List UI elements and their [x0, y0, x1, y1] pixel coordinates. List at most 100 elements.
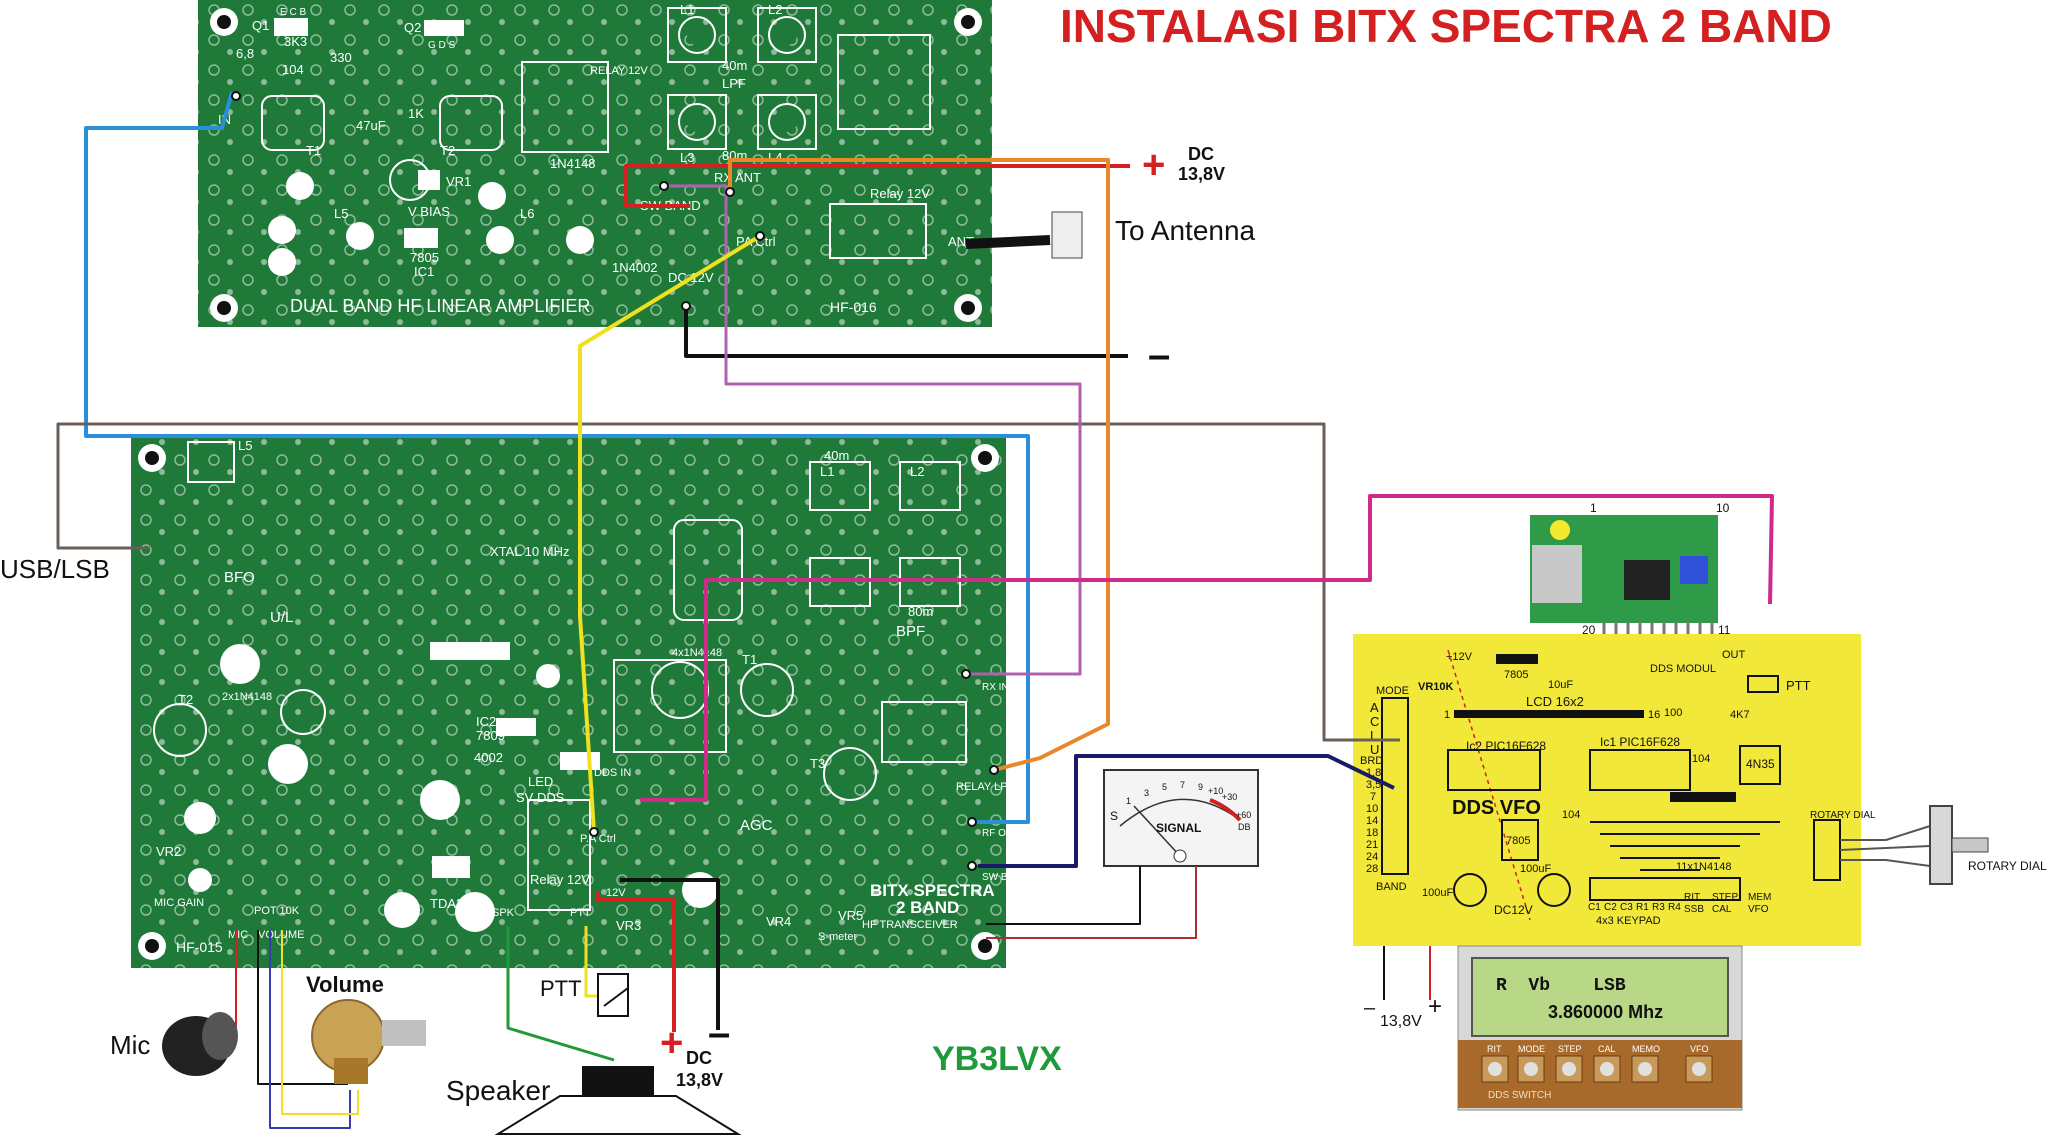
- wire-vol-3: [281, 930, 359, 1115]
- key-vfo-label: VFO: [1690, 1044, 1709, 1054]
- amp-r330: 330: [330, 50, 352, 65]
- meter-tick-10: +10: [1208, 786, 1223, 796]
- wire-vol-2: [269, 930, 351, 1129]
- main-bfo: BFO: [224, 569, 255, 586]
- amp-r68: 6,8: [236, 46, 254, 61]
- main-relay: Relay 12V: [530, 872, 590, 887]
- dc-top-voltage: 13,8V: [1178, 164, 1225, 184]
- main-ic2v: 7809: [476, 728, 505, 743]
- volume-pot: [311, 999, 426, 1084]
- dds-out: OUT: [1722, 649, 1746, 661]
- key-vfo-button[interactable]: VFO: [1685, 1044, 1713, 1083]
- rotary-dial-icon: [1929, 805, 1989, 885]
- dds-lcd: LCD 16x2: [1526, 694, 1584, 709]
- main-vr5: VR5: [838, 908, 863, 923]
- dds-key-cal: CAL: [1712, 904, 1732, 915]
- main-spk: SPK: [492, 907, 515, 919]
- amp-1n4002: 1N4002: [612, 260, 658, 275]
- amp-q2: Q2: [404, 20, 421, 35]
- amp-t2: T2: [440, 143, 455, 158]
- key-mode-button[interactable]: MODE: [1517, 1044, 1545, 1083]
- main-vr4: VR4: [766, 914, 791, 929]
- key-cal-button[interactable]: CAL: [1593, 1044, 1621, 1083]
- amp-q1: Q1: [252, 18, 269, 33]
- main-4002: 4002: [474, 750, 503, 765]
- dds-key-c1: C1: [1588, 902, 1601, 913]
- dds-module: 1 10 20 11: [1530, 501, 1731, 660]
- main-t3: T3: [810, 756, 825, 771]
- dds-key-rit: RIT: [1684, 892, 1700, 903]
- dds-switch-label: DDS SWITCH: [1488, 1090, 1551, 1101]
- main-40m: 40m: [824, 448, 849, 463]
- diagram-title: INSTALASI BITX SPECTRA 2 BAND: [1060, 0, 1832, 52]
- wire-magenta: [640, 494, 1774, 802]
- dds-band-7: 21: [1366, 839, 1378, 851]
- amp-gds: G D S: [428, 40, 456, 51]
- dds-rotary: ROTARY DIAL: [1810, 810, 1876, 821]
- meter-tick-60: +60: [1236, 810, 1251, 820]
- dds-keypad: 4x3 KEYPAD: [1596, 915, 1661, 927]
- amp-l3: L3: [680, 150, 694, 165]
- dc-bottom-label: DC: [686, 1048, 712, 1068]
- dc-top-plus: +: [1142, 143, 1165, 187]
- wire-red-top: [624, 164, 1130, 208]
- lcd-line-1: R Vb LSB: [1496, 976, 1626, 996]
- dds-pin-1: 1: [1590, 501, 1597, 515]
- dds-vfo-board: +12V 7805 10uF DDS MODUL OUT PTT VR10K M…: [1353, 634, 1876, 946]
- main-80m: 80m: [908, 604, 933, 619]
- dds-104: 104: [1692, 753, 1710, 765]
- amp-ic1: IC1: [414, 264, 434, 279]
- dds-plus12v: +12V: [1446, 651, 1473, 663]
- key-cal-label: CAL: [1598, 1044, 1616, 1054]
- dds-10uf: 10uF: [1548, 679, 1573, 691]
- amp-board: Q1 E C B Q2 G D S 6,8 3K3 330 104 T1 T2 …: [198, 0, 992, 327]
- main-mic-gain: MIC GAIN: [154, 897, 204, 909]
- main-rf-out: RF OUT: [982, 828, 1019, 839]
- dds-band-8: 24: [1366, 851, 1378, 863]
- key-rit-button[interactable]: RIT: [1481, 1044, 1509, 1083]
- meter-tick-9: 9: [1198, 782, 1203, 792]
- mic-capsule: [162, 1012, 238, 1076]
- wire-speaker: [506, 926, 615, 1062]
- meter-label: SIGNAL: [1156, 821, 1201, 835]
- wire-rotary: [1839, 825, 1931, 867]
- wire-red-main: [596, 892, 676, 1032]
- amp-l5: L5: [334, 206, 348, 221]
- main-xtal: XTAL 10 MHz: [490, 544, 569, 559]
- dds-mode: MODE: [1376, 685, 1409, 697]
- main-pa-ctrl: P.A Ctrl: [580, 833, 616, 845]
- dds-module-label: DDS MODUL: [1650, 663, 1716, 675]
- dds-pin16: 16: [1648, 709, 1660, 721]
- dds-board-title: DDS VFO: [1452, 797, 1541, 819]
- dds-key-c3: C3: [1620, 902, 1633, 913]
- dds-band-3: 7: [1370, 791, 1376, 803]
- main-12v: 12V: [606, 887, 626, 899]
- amp-relay12v: Relay 12V: [870, 186, 930, 201]
- dds-dc-plus: +: [1428, 993, 1442, 1020]
- wire-blue: [84, 91, 1030, 824]
- main-mic: MIC: [228, 929, 248, 941]
- key-memo-button[interactable]: MEMO: [1631, 1044, 1660, 1083]
- dds-dc-voltage: 13,8V: [1380, 1013, 1422, 1030]
- dds-mode-a: A: [1370, 700, 1379, 715]
- dds-ic1: Ic1 PIC16F628: [1600, 735, 1680, 749]
- dds-dc12v: DC12V: [1494, 903, 1533, 917]
- amp-relay: RELAY 12V: [590, 65, 648, 77]
- antenna-connector: [965, 211, 1083, 259]
- amp-lpf: LPF: [722, 76, 746, 91]
- main-ic1v: TDA2002: [430, 896, 485, 911]
- dds-mode-u: U: [1370, 742, 1379, 757]
- wire-gray: [56, 422, 1400, 742]
- dds-key-ssb: SSB: [1684, 904, 1704, 915]
- amp-rx-ant: RX ANT: [714, 170, 761, 185]
- dds-7805-top: 7805: [1504, 669, 1528, 681]
- meter-s: S: [1110, 809, 1118, 823]
- key-step-label: STEP: [1558, 1044, 1582, 1054]
- amp-vbias: V BIAS: [408, 204, 450, 219]
- amp-diode: 1N4148: [550, 156, 596, 171]
- key-step-button[interactable]: STEP: [1555, 1044, 1583, 1083]
- dds-dc-minus: –: [1364, 997, 1376, 1019]
- amp-t1: T1: [306, 143, 321, 158]
- key-mode-label: MODE: [1518, 1044, 1545, 1054]
